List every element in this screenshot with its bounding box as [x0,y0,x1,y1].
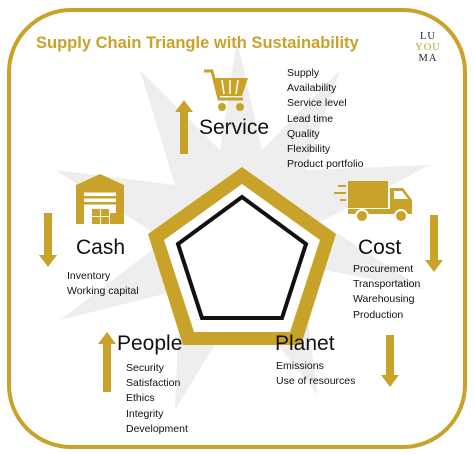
cost-item: Procurement [353,263,414,275]
cash-label: Cash [76,236,126,259]
people-item: Development [126,422,188,435]
service-item: Availability [287,82,337,95]
service-item: Supply [287,67,320,79]
shopping-cart-icon [204,69,248,111]
planet-item: Use of resources [276,375,356,388]
outer-frame [7,8,467,449]
logo-line-1: LU [420,31,436,42]
planet-item: Emissions [276,360,324,372]
brand-logo: LU YOU MA [413,31,443,64]
people-list: Security Satisfaction Ethics Integrity D… [126,361,188,437]
core-pentagon [175,194,309,320]
people-item: Integrity [126,407,164,420]
cost-list: Procurement Transportation Warehousing P… [353,262,420,323]
cost-item: Warehousing [353,293,415,306]
service-item: Flexibility [287,143,331,156]
cash-list: Inventory Working capital [67,269,139,299]
diagram-title: Supply Chain Triangle with Sustainabilit… [36,34,359,52]
service-item: Quality [287,127,320,140]
service-label: Service [199,116,270,139]
people-item: Satisfaction [126,377,181,390]
cost-label: Cost [358,236,402,259]
service-item: Lead time [287,112,334,125]
cost-arrow-down-icon [425,215,443,272]
inner-pentagon-fill [164,184,320,332]
people-item: Ethics [126,392,155,405]
planet-list: Emissions Use of resources [276,359,355,389]
people-label: People [117,332,183,355]
warehouse-icon [76,174,124,224]
service-item: Service level [287,97,347,110]
cash-item: Inventory [67,270,111,282]
cost-item: Transportation [353,278,421,291]
logo-line-2: YOU [415,42,441,53]
people-item: Security [126,362,164,374]
cost-item: Production [353,308,404,321]
cash-arrow-down-icon [39,213,57,267]
logo-line-3: MA [418,53,438,64]
planet-label: Planet [275,332,335,355]
people-arrow-up-icon [98,332,116,392]
planet-arrow-down-icon [381,335,399,387]
service-arrow-up-icon [175,100,193,154]
delivery-truck-icon [334,181,412,223]
cash-item: Working capital [67,285,139,298]
service-list: Supply Availability Service level Lead t… [287,66,363,172]
service-item: Product portfolio [287,158,364,171]
